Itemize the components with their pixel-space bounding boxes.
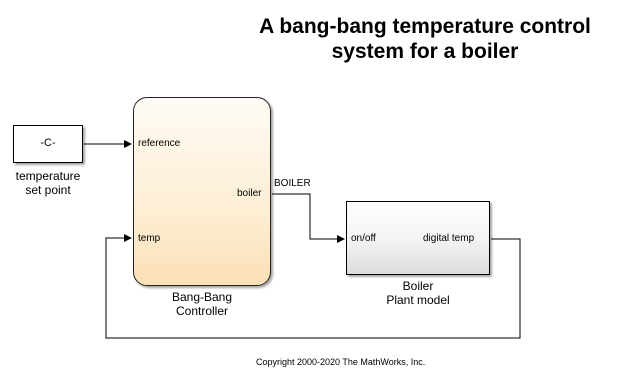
port-boiler: boiler [237, 188, 262, 199]
wire-feedback-temp[interactable] [105, 234, 521, 339]
bang-bang-controller-block[interactable] [133, 97, 271, 286]
title-line-1: A bang-bang temperature control [259, 15, 591, 38]
boiler-plant-block[interactable] [346, 201, 490, 275]
controller-caption-line-2: Controller [175, 304, 229, 318]
signal-label-boiler: BOILER [274, 178, 311, 189]
constant-caption-line-2: set point [25, 183, 71, 197]
port-temp: temp [138, 233, 161, 244]
constant-value: -C- [40, 137, 56, 149]
port-reference: reference [138, 138, 181, 149]
plant-caption-line-1: Boiler [402, 279, 434, 293]
controller-caption: Bang-Bang Controller [152, 290, 252, 318]
copyright-text: Copyright 2000-2020 The MathWorks, Inc. [256, 357, 426, 367]
constant-caption-line-1: temperature [15, 169, 81, 183]
constant-caption: temperature set point [4, 169, 92, 197]
constant-block[interactable]: -C- [13, 125, 83, 163]
port-digital-temp: digital temp [423, 233, 475, 244]
wire-boiler-to-plant[interactable] [272, 193, 345, 243]
title-line-2: system for a boiler [331, 40, 519, 63]
plant-caption-line-2: Plant model [386, 293, 450, 307]
plant-caption: Boiler Plant model [368, 279, 468, 307]
port-on-off: on/off [351, 233, 376, 244]
diagram-title: A bang-bang temperature control system f… [215, 14, 635, 64]
controller-caption-line-1: Bang-Bang [171, 290, 233, 304]
